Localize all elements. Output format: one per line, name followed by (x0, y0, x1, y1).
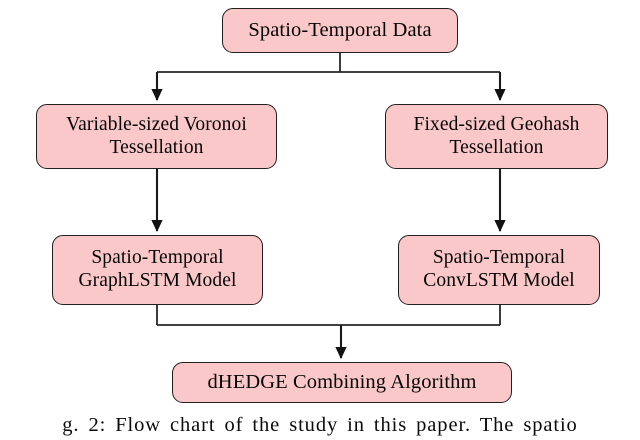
node-label: Spatio-Temporal Data (248, 18, 432, 41)
figure-caption: g. 2: Flow chart of the study in this pa… (62, 414, 578, 436)
node-spatio-temporal-graphlstm-model: Spatio-Temporal GraphLSTM Model (52, 235, 263, 305)
node-label: Fixed-sized Geohash Tessellation (413, 113, 580, 158)
node-dhedge-combining-algorithm: dHEDGE Combining Algorithm (172, 362, 512, 403)
node-label: Spatio-Temporal ConvLSTM Model (423, 247, 575, 291)
node-spatio-temporal-convlstm-model: Spatio-Temporal ConvLSTM Model (398, 235, 600, 305)
node-label: Spatio-Temporal GraphLSTM Model (78, 247, 237, 291)
edge-root-split (151, 53, 506, 102)
node-label: dHEDGE Combining Algorithm (207, 370, 477, 393)
node-spatio-temporal-data: Spatio-Temporal Data (222, 8, 458, 53)
node-variable-sized-voronoi-tessellation: Variable-sized Voronoi Tessellation (36, 104, 277, 169)
node-fixed-sized-geohash-tessellation: Fixed-sized Geohash Tessellation (385, 104, 608, 169)
edge-models-merge (156, 305, 501, 360)
node-label: Variable-sized Voronoi Tessellation (66, 113, 247, 158)
